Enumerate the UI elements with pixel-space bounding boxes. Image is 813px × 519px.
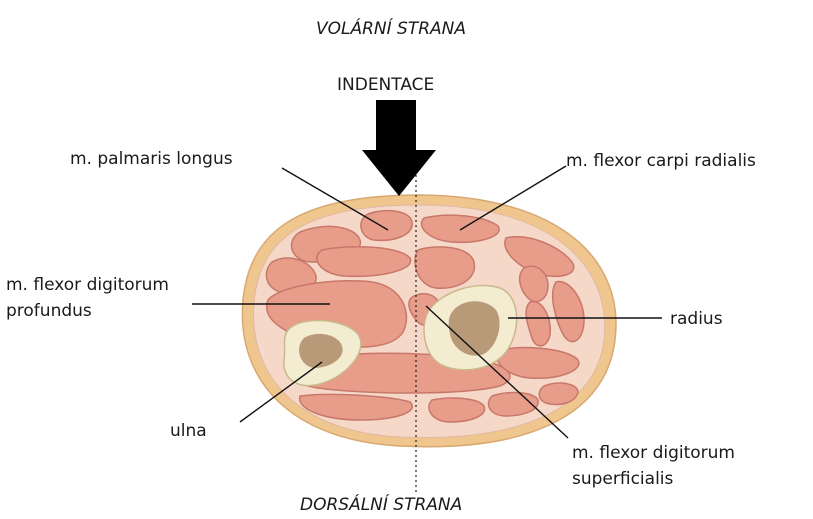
label-fdp-line1: m. flexor digitorum [6,275,169,295]
label-palmaris-longus: m. palmaris longus [70,149,233,169]
muscle-bottom-mid [429,398,485,422]
indentation-arrow-icon [362,100,436,196]
muscle-palmaris-longus [361,211,412,241]
label-radius: radius [670,309,723,329]
label-ulna: ulna [170,421,207,441]
label-flexor-carpi-radialis: m. flexor carpi radialis [566,151,756,171]
label-fdp-line2: profundus [6,301,92,321]
muscle-mid-upper [317,247,411,277]
label-fds-line2: superficialis [572,469,674,489]
label-fds-line1: m. flexor digitorum [572,443,735,463]
muscle-center-upper [415,247,475,288]
label-dorsal-side: DORSÁLNÍ STRANA [300,493,462,515]
label-indentation: INDENTACE [337,75,434,95]
label-volar-side: VOLÁRNÍ STRANA [316,17,466,39]
